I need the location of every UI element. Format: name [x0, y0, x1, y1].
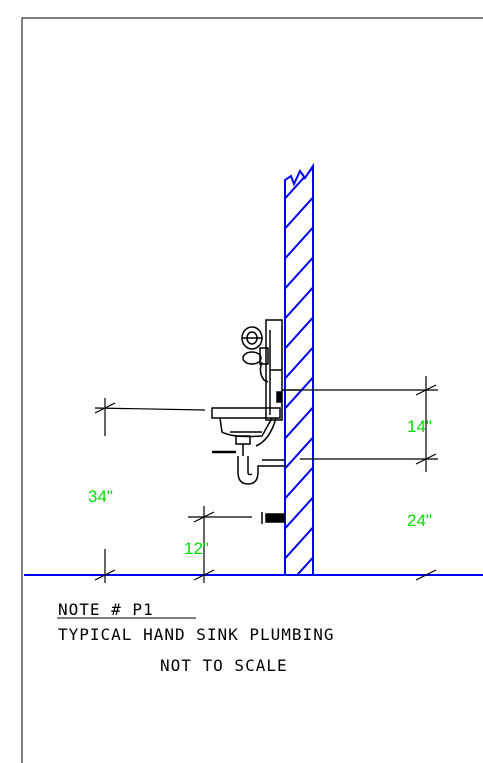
note-scale: NOT TO SCALE	[160, 656, 288, 675]
p-trap-icon	[237, 456, 285, 485]
sheet-border	[21, 17, 483, 763]
dimension-lines	[94, 376, 438, 583]
supply-stop-icon	[265, 513, 285, 523]
dimension-24-label: 24"	[407, 511, 432, 530]
wall-section	[284, 162, 314, 576]
dimension-34-label: 34"	[88, 487, 113, 506]
hand-sink-icon	[211, 319, 300, 524]
note-title: TYPICAL HAND SINK PLUMBING	[58, 625, 334, 644]
dimension-12-label: 12"	[184, 539, 209, 558]
dimension-14-label: 14"	[407, 417, 432, 436]
note-number: NOTE # P1	[58, 600, 154, 619]
sink-basin	[211, 407, 281, 419]
